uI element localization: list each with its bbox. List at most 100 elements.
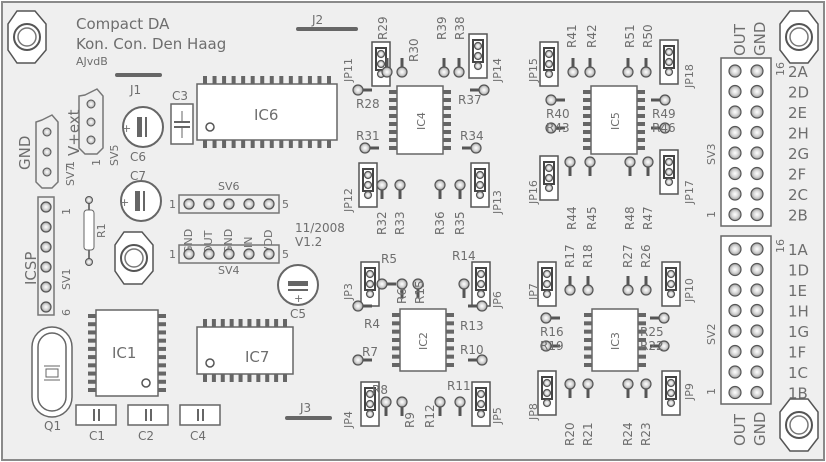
sv3-label: SV3 <box>705 143 718 165</box>
jumper-pin <box>544 163 554 173</box>
r44-label: R44 <box>565 206 579 230</box>
jp13-jumper[interactable] <box>470 162 490 208</box>
ic-pin <box>443 114 451 118</box>
jp12-jumper[interactable] <box>358 162 378 208</box>
resistor-pad <box>659 122 671 134</box>
jumper-pin <box>666 378 676 388</box>
ic-pin <box>583 122 591 126</box>
r51-resistor <box>622 58 634 78</box>
header-pin <box>750 166 764 181</box>
jp6-jumper[interactable] <box>471 261 491 307</box>
c5-label: C5 <box>290 307 306 321</box>
sv6-pin-in: IN <box>242 237 255 248</box>
jp14-jumper[interactable] <box>468 33 488 79</box>
ic-pin <box>392 354 400 359</box>
r12-label: R12 <box>423 404 437 428</box>
q1-label: Q1 <box>44 419 61 433</box>
ic-pin <box>443 146 451 150</box>
ic-pin <box>260 140 265 148</box>
ic-pin <box>203 140 207 148</box>
j2-label: J2 <box>311 13 323 27</box>
r13-label: R13 <box>460 319 484 333</box>
jumper-pin <box>475 180 485 190</box>
header-pin <box>223 198 235 210</box>
sv7-pin1: 1 <box>64 161 77 168</box>
r41-label: R41 <box>565 24 579 48</box>
resistor-pad <box>582 378 594 390</box>
ic-pin <box>203 374 207 382</box>
header-pin <box>728 166 742 181</box>
sv2-label: SV2 <box>705 323 718 345</box>
jp9-jumper[interactable] <box>661 370 681 416</box>
jp3-jumper[interactable] <box>360 261 380 307</box>
jumper-pin <box>542 269 552 279</box>
r43-resistor <box>545 122 565 134</box>
jumper-pin <box>473 51 483 61</box>
r20-label: R20 <box>563 422 577 446</box>
resistor-pad <box>438 66 450 78</box>
ic-pin <box>638 363 646 367</box>
ic4-chip <box>389 85 451 155</box>
r16-resistor <box>540 312 560 324</box>
board-author: AJvdB <box>76 55 108 68</box>
jp15-jumper[interactable] <box>539 41 559 87</box>
ic-pin <box>231 140 236 148</box>
ic-pin <box>274 319 279 327</box>
ic-pin <box>279 76 284 84</box>
jumper-pin <box>363 170 373 180</box>
j3-label: J3 <box>299 401 311 415</box>
jp16-jumper[interactable] <box>539 155 559 201</box>
ic5-chip <box>583 85 645 155</box>
jp8-jumper[interactable] <box>537 370 557 416</box>
jumper-pin <box>544 69 554 79</box>
jumper-pin <box>544 59 554 69</box>
ic-pin <box>443 122 451 126</box>
jp7-jumper[interactable] <box>537 261 557 307</box>
jp5-jumper[interactable] <box>471 381 491 427</box>
r20-resistor <box>564 378 576 398</box>
r45-label: R45 <box>585 206 599 230</box>
ic-pin <box>638 329 646 334</box>
ic-pin <box>260 76 265 84</box>
resistor-pad <box>540 340 552 352</box>
sv2-output-label: 1H <box>788 303 809 321</box>
jp10-jumper[interactable] <box>661 261 681 307</box>
header-pin <box>40 281 52 293</box>
jp17-jumper[interactable] <box>659 149 679 195</box>
resistor-pad <box>564 378 576 390</box>
r39-resistor <box>438 58 450 78</box>
r21-resistor <box>582 378 594 398</box>
r4-label: R4 <box>364 317 380 331</box>
header-pin <box>728 105 742 119</box>
sv3-output-label: 2B <box>788 207 808 225</box>
ic-pin <box>88 338 96 343</box>
resistor-pad <box>584 66 596 78</box>
ic-pin <box>250 140 255 148</box>
r6-label: R6 <box>395 288 409 304</box>
jumper-pin <box>365 279 375 289</box>
ic-pin <box>583 146 591 150</box>
jp4-jumper[interactable] <box>360 381 380 427</box>
r38-resistor <box>453 58 465 78</box>
sv2-output-label: 1F <box>788 344 806 362</box>
ic-pin <box>583 138 591 142</box>
sv6-pin-vdd: VDD <box>262 230 275 254</box>
r49-label: R49 <box>652 107 676 121</box>
ic-pin <box>265 374 270 382</box>
ic1-chip <box>88 309 166 397</box>
sv6-pin5: 5 <box>282 198 289 211</box>
ic-pin <box>583 98 591 102</box>
ic-pin <box>88 346 96 351</box>
ic-pin <box>229 374 234 382</box>
sv3-output-label: 2G <box>788 145 809 163</box>
r21-label: R21 <box>581 422 595 446</box>
r31-resistor <box>359 142 379 154</box>
sv1-pin6: 6 <box>60 309 73 316</box>
jp18-jumper[interactable] <box>659 39 679 85</box>
jp9-label: JP9 <box>683 383 696 401</box>
ic-pin <box>238 374 243 382</box>
r48-resistor <box>624 156 636 176</box>
r50-resistor <box>640 58 652 78</box>
ic-pin <box>250 76 255 84</box>
jumper-pin <box>666 289 676 299</box>
